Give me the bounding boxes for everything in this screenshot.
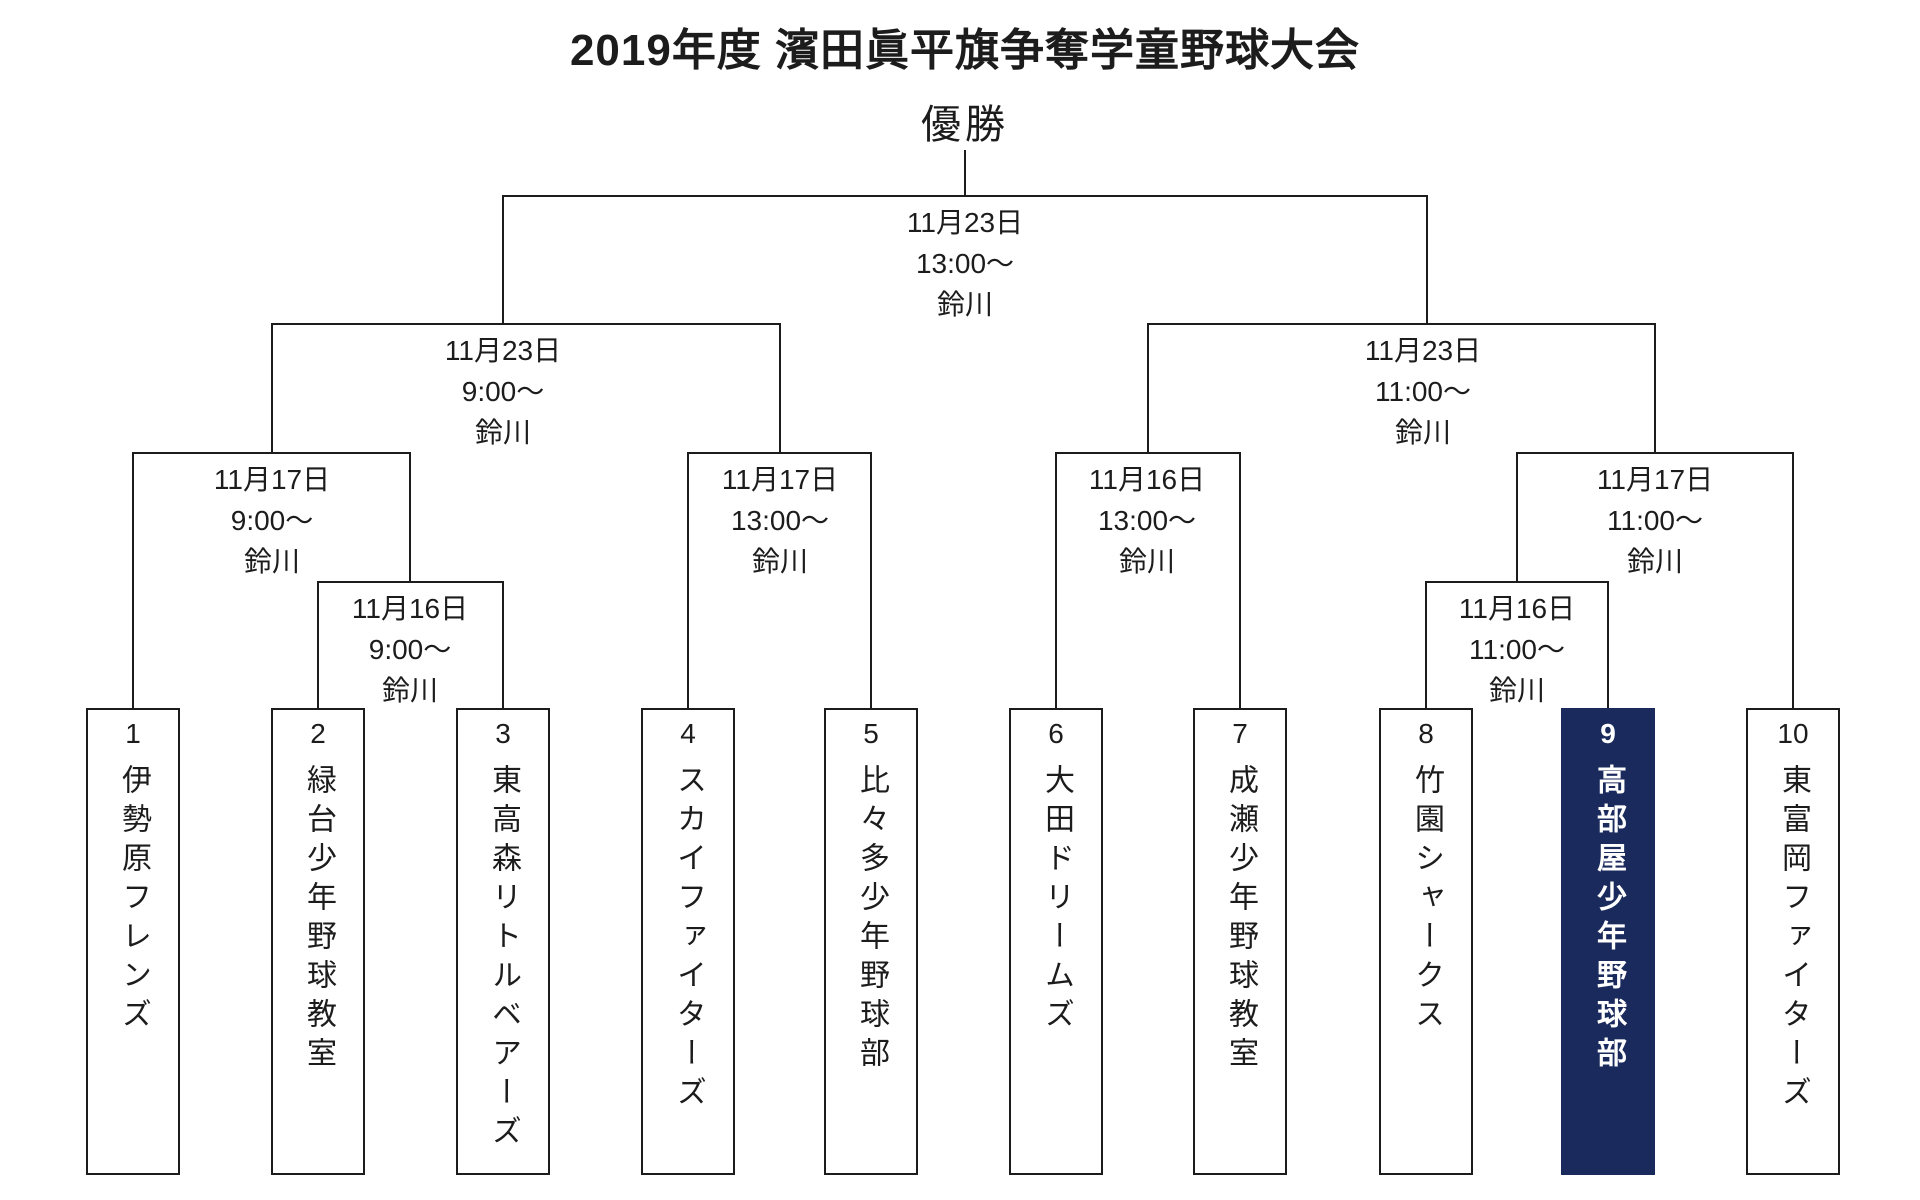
match-venue: 鈴川 xyxy=(381,675,438,706)
match-time: 13:00〜 xyxy=(1097,505,1197,536)
match-venue: 鈴川 xyxy=(474,417,531,448)
team-number: 4 xyxy=(680,718,696,749)
match-time: 9:00〜 xyxy=(230,505,314,536)
match-date: 11月17日 xyxy=(213,464,331,495)
team-name: 東高森リトルベアーズ xyxy=(487,763,520,1154)
team-number: 10 xyxy=(1777,718,1809,749)
team-number: 2 xyxy=(310,718,326,749)
match-time: 13:00〜 xyxy=(730,505,830,536)
team-number: 3 xyxy=(495,718,511,749)
match-date: 11月23日 xyxy=(906,207,1024,238)
team-name: 緑台少年野球教室 xyxy=(302,763,335,1076)
match-time: 9:00〜 xyxy=(461,376,545,407)
team-name: 東富岡ファイターズ xyxy=(1777,763,1810,1115)
team-box-7: 7 成瀬少年野球教室 xyxy=(1193,708,1287,1175)
match-label-4v5: 11月17日 13:00〜 鈴川 xyxy=(722,459,838,582)
team-number: 9 xyxy=(1600,718,1616,749)
team-name: 成瀬少年野球教室 xyxy=(1224,763,1257,1076)
team-name: 大田ドリームズ xyxy=(1040,763,1073,1037)
team-box-5: 5 比々多少年野球部 xyxy=(824,708,918,1175)
team-number: 6 xyxy=(1048,718,1064,749)
team-number: 5 xyxy=(863,718,879,749)
match-label-semifinal-right: 11月23日 11:00〜 鈴川 xyxy=(1365,330,1481,453)
team-box-3: 3 東高森リトルベアーズ xyxy=(456,708,550,1175)
match-label-8v9: 11月16日 11:00〜 鈴川 xyxy=(1459,588,1575,711)
team-box-2: 2 緑台少年野球教室 xyxy=(271,708,365,1175)
match-time: 11:00〜 xyxy=(1607,505,1703,536)
team-box-1: 1 伊勢原フレンズ xyxy=(86,708,180,1175)
match-venue: 鈴川 xyxy=(936,289,993,320)
team-name: 高部屋少年野球部 xyxy=(1592,763,1625,1076)
match-label-2v3: 11月16日 9:00〜 鈴川 xyxy=(352,588,468,711)
match-date: 11月16日 xyxy=(351,593,469,624)
match-label-6v7: 11月16日 13:00〜 鈴川 xyxy=(1089,459,1205,582)
bracket-line-path xyxy=(132,150,1794,708)
match-date: 11月17日 xyxy=(721,464,839,495)
team-name: スカイファイターズ xyxy=(672,763,705,1115)
match-venue: 鈴川 xyxy=(751,546,808,577)
team-name: 伊勢原フレンズ xyxy=(117,763,150,1037)
team-number: 8 xyxy=(1418,718,1434,749)
match-venue: 鈴川 xyxy=(1118,546,1175,577)
match-venue: 鈴川 xyxy=(1488,675,1545,706)
team-number: 1 xyxy=(125,718,141,749)
match-venue: 鈴川 xyxy=(1394,417,1451,448)
match-venue: 鈴川 xyxy=(1626,546,1683,577)
match-label-final: 11月23日 13:00〜 鈴川 xyxy=(907,202,1023,325)
match-date: 11月17日 xyxy=(1596,464,1714,495)
match-date: 11月16日 xyxy=(1458,593,1576,624)
match-date: 11月23日 xyxy=(444,335,562,366)
team-name: 竹園シャークス xyxy=(1410,763,1443,1037)
match-label-semifinal-left: 11月23日 9:00〜 鈴川 xyxy=(445,330,561,453)
match-label-quarter-right: 11月17日 11:00〜 鈴川 xyxy=(1597,459,1713,582)
team-box-9-highlighted: 9 高部屋少年野球部 xyxy=(1561,708,1655,1175)
match-date: 11月23日 xyxy=(1364,335,1482,366)
match-time: 11:00〜 xyxy=(1375,376,1471,407)
team-box-4: 4 スカイファイターズ xyxy=(641,708,735,1175)
team-number: 7 xyxy=(1232,718,1248,749)
team-name: 比々多少年野球部 xyxy=(855,763,888,1076)
champion-label: 優勝 xyxy=(921,103,1009,147)
tournament-title: 2019年度 濱田眞平旗争奪学童野球大会 xyxy=(569,26,1361,75)
match-time: 11:00〜 xyxy=(1469,634,1565,665)
team-box-8: 8 竹園シャークス xyxy=(1379,708,1473,1175)
match-time: 13:00〜 xyxy=(915,248,1015,279)
match-time: 9:00〜 xyxy=(368,634,452,665)
match-venue: 鈴川 xyxy=(243,546,300,577)
team-box-10: 10 東富岡ファイターズ xyxy=(1746,708,1840,1175)
match-date: 11月16日 xyxy=(1088,464,1206,495)
team-box-6: 6 大田ドリームズ xyxy=(1009,708,1103,1175)
match-label-quarter-left: 11月17日 9:00〜 鈴川 xyxy=(214,459,330,582)
